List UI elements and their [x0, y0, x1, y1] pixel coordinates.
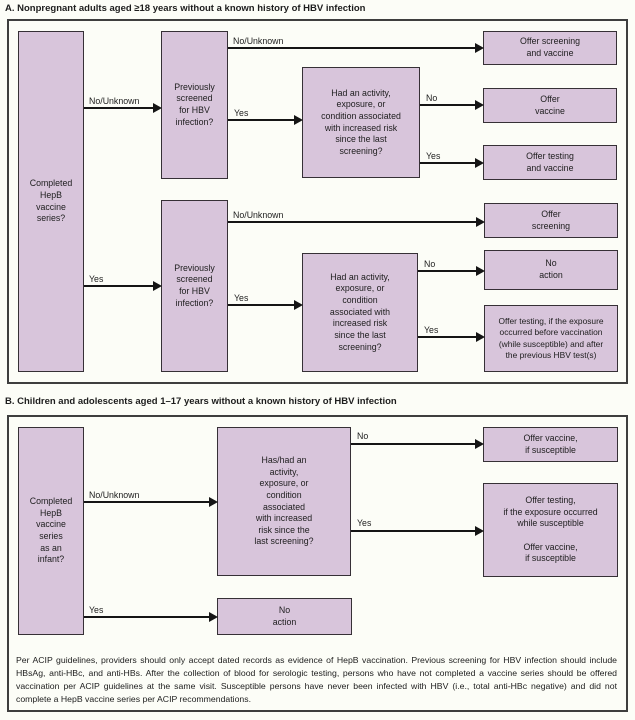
- arrow-b-root-no: [84, 497, 218, 507]
- edge-label-a-screened-top-no: No/Unknown: [233, 36, 284, 46]
- acip-footnote: Per ACIP guidelines, providers should on…: [16, 655, 617, 705]
- node-b-completed-series-infant: Completed HepB vaccine series as an infa…: [18, 427, 84, 635]
- arrow-b-risk-no: [351, 439, 484, 449]
- arrow-a-screened-top-no: [228, 43, 484, 53]
- edge-label-a-screened-bottom-yes: Yes: [234, 293, 249, 303]
- node-a-offer-screening-and-vaccine: Offer screening and vaccine: [483, 31, 617, 65]
- arrow-b-root-yes: [84, 612, 218, 622]
- edge-label-b-root-yes: Yes: [89, 605, 104, 615]
- node-a-offer-testing-and-vaccine: Offer testing and vaccine: [483, 145, 617, 180]
- node-a-previously-screened-bottom: Previously screened for HBV infection?: [161, 200, 228, 372]
- edge-label-a-screened-top-yes: Yes: [234, 108, 249, 118]
- panel-a-title: A. Nonpregnant adults aged ≥18 years wit…: [5, 3, 366, 14]
- edge-label-b-root-no: No/Unknown: [89, 490, 140, 500]
- node-a-risk-bottom: Had an activity, exposure, or condition …: [302, 253, 418, 372]
- arrow-a-root-no: [84, 103, 162, 113]
- edge-label-b-risk-yes: Yes: [357, 518, 372, 528]
- edge-label-a-risk-top-yes: Yes: [426, 151, 441, 161]
- arrow-a-risk-top-no: [420, 100, 484, 110]
- node-a-offer-vaccine: Offer vaccine: [483, 88, 617, 123]
- arrow-a-screened-bottom-yes: [228, 300, 303, 310]
- edge-label-a-root-no: No/Unknown: [89, 96, 140, 106]
- node-a-completed-series: Completed HepB vaccine series?: [18, 31, 84, 372]
- node-a-risk-top: Had an activity, exposure, or condition …: [302, 67, 420, 178]
- arrow-a-screened-bottom-no: [228, 217, 485, 227]
- edge-label-a-risk-bottom-yes: Yes: [424, 325, 439, 335]
- arrow-a-risk-bottom-yes: [418, 332, 485, 342]
- panel-a-frame: [7, 19, 628, 384]
- arrow-a-risk-bottom-no: [418, 266, 485, 276]
- node-a-no-action: No action: [484, 250, 618, 290]
- node-a-offer-testing-exposure: Offer testing, if the exposure occurred …: [484, 305, 618, 372]
- node-a-offer-screening: Offer screening: [484, 203, 618, 238]
- node-b-offer-vaccine: Offer vaccine, if susceptible: [483, 427, 618, 462]
- arrow-a-risk-top-yes: [420, 158, 484, 168]
- node-b-risk: Has/had an activity, exposure, or condit…: [217, 427, 351, 576]
- arrow-b-risk-yes: [351, 526, 484, 536]
- edge-label-a-risk-bottom-no: No: [424, 259, 436, 269]
- edge-label-a-root-yes: Yes: [89, 274, 104, 284]
- arrow-a-root-yes: [84, 281, 162, 291]
- arrow-a-screened-top-yes: [228, 115, 303, 125]
- panel-b-frame: [7, 415, 628, 712]
- node-b-no-action: No action: [217, 598, 352, 635]
- node-a-previously-screened-top: Previously screened for HBV infection?: [161, 31, 228, 179]
- panel-b-title: B. Children and adolescents aged 1–17 ye…: [5, 396, 397, 407]
- edge-label-a-risk-top-no: No: [426, 93, 438, 103]
- node-b-offer-testing: Offer testing, if the exposure occurred …: [483, 483, 618, 577]
- edge-label-a-screened-bottom-no: No/Unknown: [233, 210, 284, 220]
- edge-label-b-risk-no: No: [357, 431, 369, 441]
